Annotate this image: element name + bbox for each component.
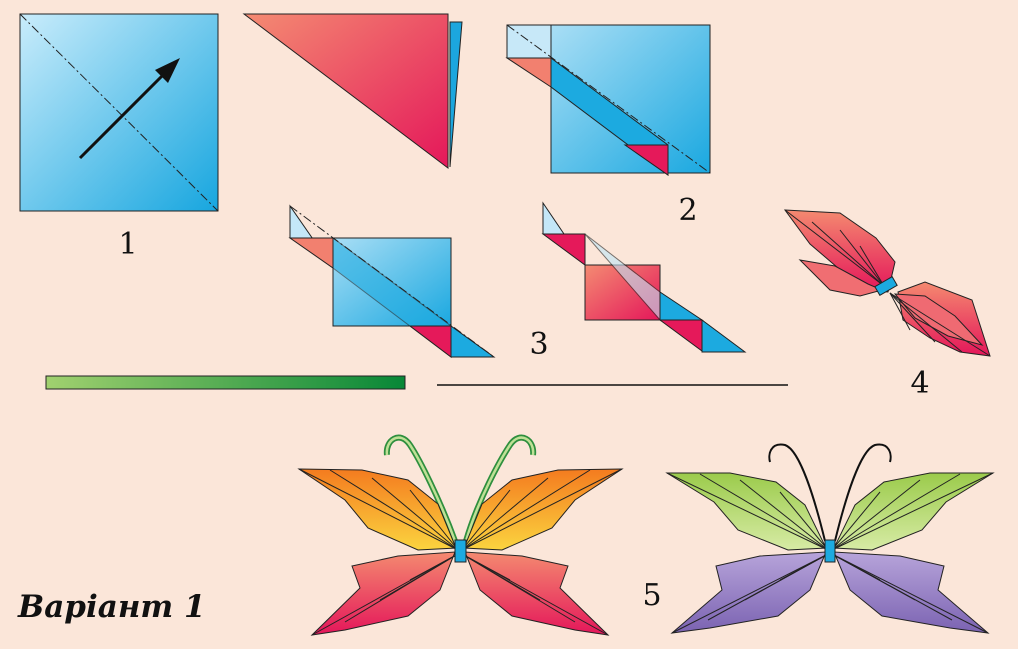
- step-5-label: 5: [642, 578, 661, 613]
- step-4-label: 4: [910, 366, 929, 401]
- step2-triangle-fold: [242, 13, 463, 170]
- arrow-icon: [155, 58, 180, 83]
- step-2-label: 2: [678, 193, 697, 228]
- step5-butterfly-orange-red: [297, 434, 624, 636]
- step5-butterfly-lime-violet: [665, 443, 995, 634]
- step1-square-sheet: [19, 13, 219, 212]
- step3-layer-b: [541, 201, 747, 353]
- step2-strip-fold: [505, 24, 711, 177]
- butterfly-body: [454, 539, 467, 563]
- butterfly-body: [824, 539, 836, 563]
- step4-red-butterfly: [783, 209, 991, 357]
- step3-layer-a: [288, 204, 496, 359]
- green-paper-strip: [45, 375, 406, 390]
- step-3-label: 3: [529, 327, 548, 362]
- step-1-label: 1: [118, 227, 137, 262]
- variant-title: Варіант 1: [17, 589, 206, 625]
